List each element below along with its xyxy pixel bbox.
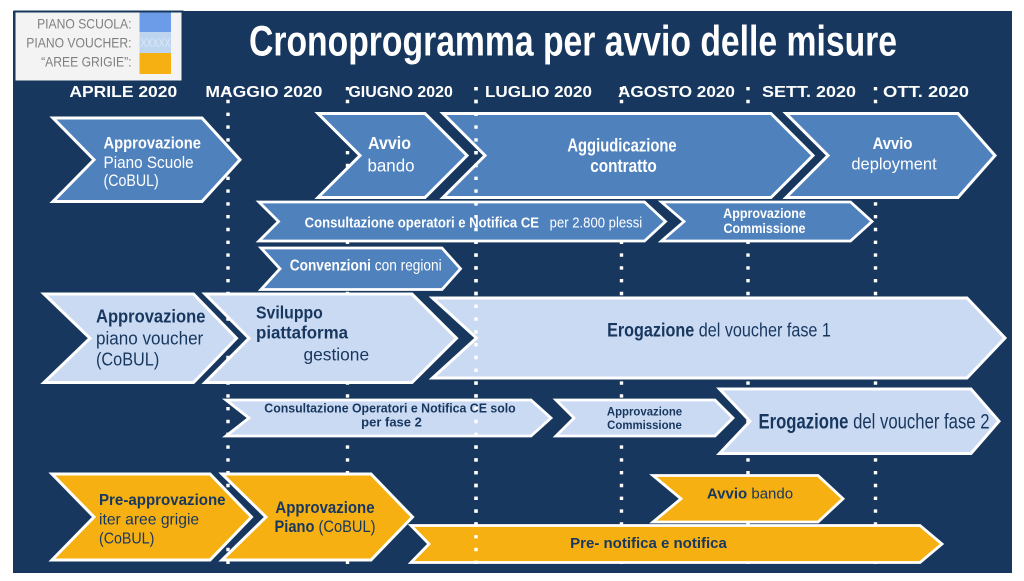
svg-text:(CoBUL): (CoBUL) [99,530,154,548]
svg-text:APRILE 2020: APRILE 2020 [69,83,177,101]
svg-text:Pre- notifica e notifica: Pre- notifica e notifica [570,535,727,552]
svg-text:“AREE GRIGIE”:: “AREE GRIGIE”: [41,54,131,70]
svg-text:(CoBUL): (CoBUL) [104,172,159,190]
svg-text:Aggiudicazione: Aggiudicazione [567,135,676,156]
svg-text:GIUGNO 2020: GIUGNO 2020 [348,84,453,101]
svg-text:XXXXX: XXXXX [141,38,171,50]
svg-text:Piano (CoBUL): Piano (CoBUL) [274,518,375,536]
svg-text:Consultazione operatori e Noti: Consultazione operatori e Notifica CE pe… [305,214,643,231]
svg-text:Avvio: Avvio [873,135,913,153]
svg-text:OTT. 2020: OTT. 2020 [883,82,969,101]
svg-text:SETT. 2020: SETT. 2020 [762,83,856,101]
svg-text:per fase 2: per fase 2 [361,415,422,430]
svg-text:Convenzioni con regioni: Convenzioni con regioni [290,258,442,275]
svg-text:Erogazione del voucher fase 2: Erogazione del voucher fase 2 [758,411,989,434]
svg-text:Erogazione del voucher fase 1: Erogazione del voucher fase 1 [607,319,831,341]
svg-text:piano voucher: piano voucher [96,328,203,349]
svg-text:Commissione: Commissione [607,419,682,432]
svg-text:piattaforma: piattaforma [256,322,348,343]
svg-text:iter aree grigie: iter aree grigie [99,511,199,528]
svg-text:Pre-approvazione: Pre-approvazione [99,492,226,509]
svg-text:(CoBUL): (CoBUL) [96,349,159,370]
svg-text:Avvio bando: Avvio bando [707,485,793,502]
svg-text:Cronoprogramma per avvio delle: Cronoprogramma per avvio delle misure [249,18,897,66]
svg-text:Avvio: Avvio [368,133,411,153]
svg-text:Approvazione: Approvazione [607,405,683,418]
svg-text:contratto: contratto [590,156,657,177]
svg-text:LUGLIO 2020: LUGLIO 2020 [485,82,592,100]
svg-text:Consultazione Operatori e Noti: Consultazione Operatori e Notifica CE so… [264,401,516,415]
svg-text:bando: bando [367,155,414,176]
svg-text:Piano Scuole: Piano Scuole [104,154,194,171]
svg-text:Approvazione: Approvazione [104,135,202,153]
svg-text:Approvazione: Approvazione [723,205,806,221]
svg-text:Commissione: Commissione [723,220,805,236]
svg-text:PIANO VOUCHER:: PIANO VOUCHER: [26,35,131,51]
svg-text:gestione: gestione [304,344,370,364]
svg-text:Approvazione: Approvazione [275,499,374,517]
svg-text:MAGGIO 2020: MAGGIO 2020 [205,83,322,101]
svg-text:Sviluppo: Sviluppo [256,303,323,323]
svg-text:Approvazione: Approvazione [96,306,206,327]
svg-text:AGOSTO 2020: AGOSTO 2020 [618,83,735,101]
svg-text:deployment: deployment [851,156,937,174]
svg-text:PIANO SCUOLA:: PIANO SCUOLA: [37,16,131,32]
